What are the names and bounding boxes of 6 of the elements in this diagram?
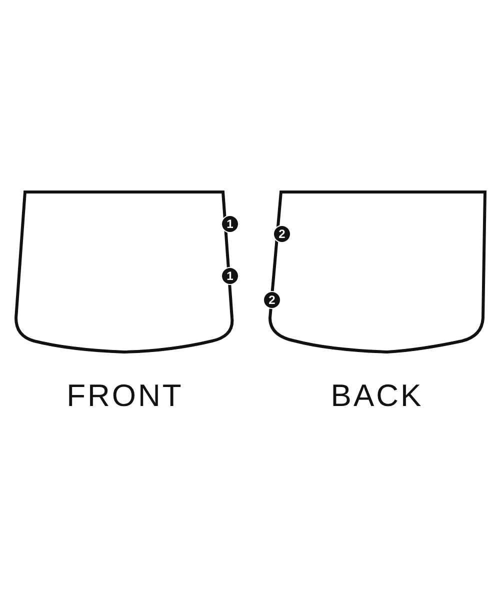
callout-number: 1 <box>221 267 239 285</box>
callout-number: 2 <box>273 225 291 243</box>
callout-number: 1 <box>221 215 239 233</box>
callout-number: 2 <box>263 291 281 309</box>
piece-name: FRONT <box>66 378 184 414</box>
piece-name: BACK <box>330 378 424 414</box>
